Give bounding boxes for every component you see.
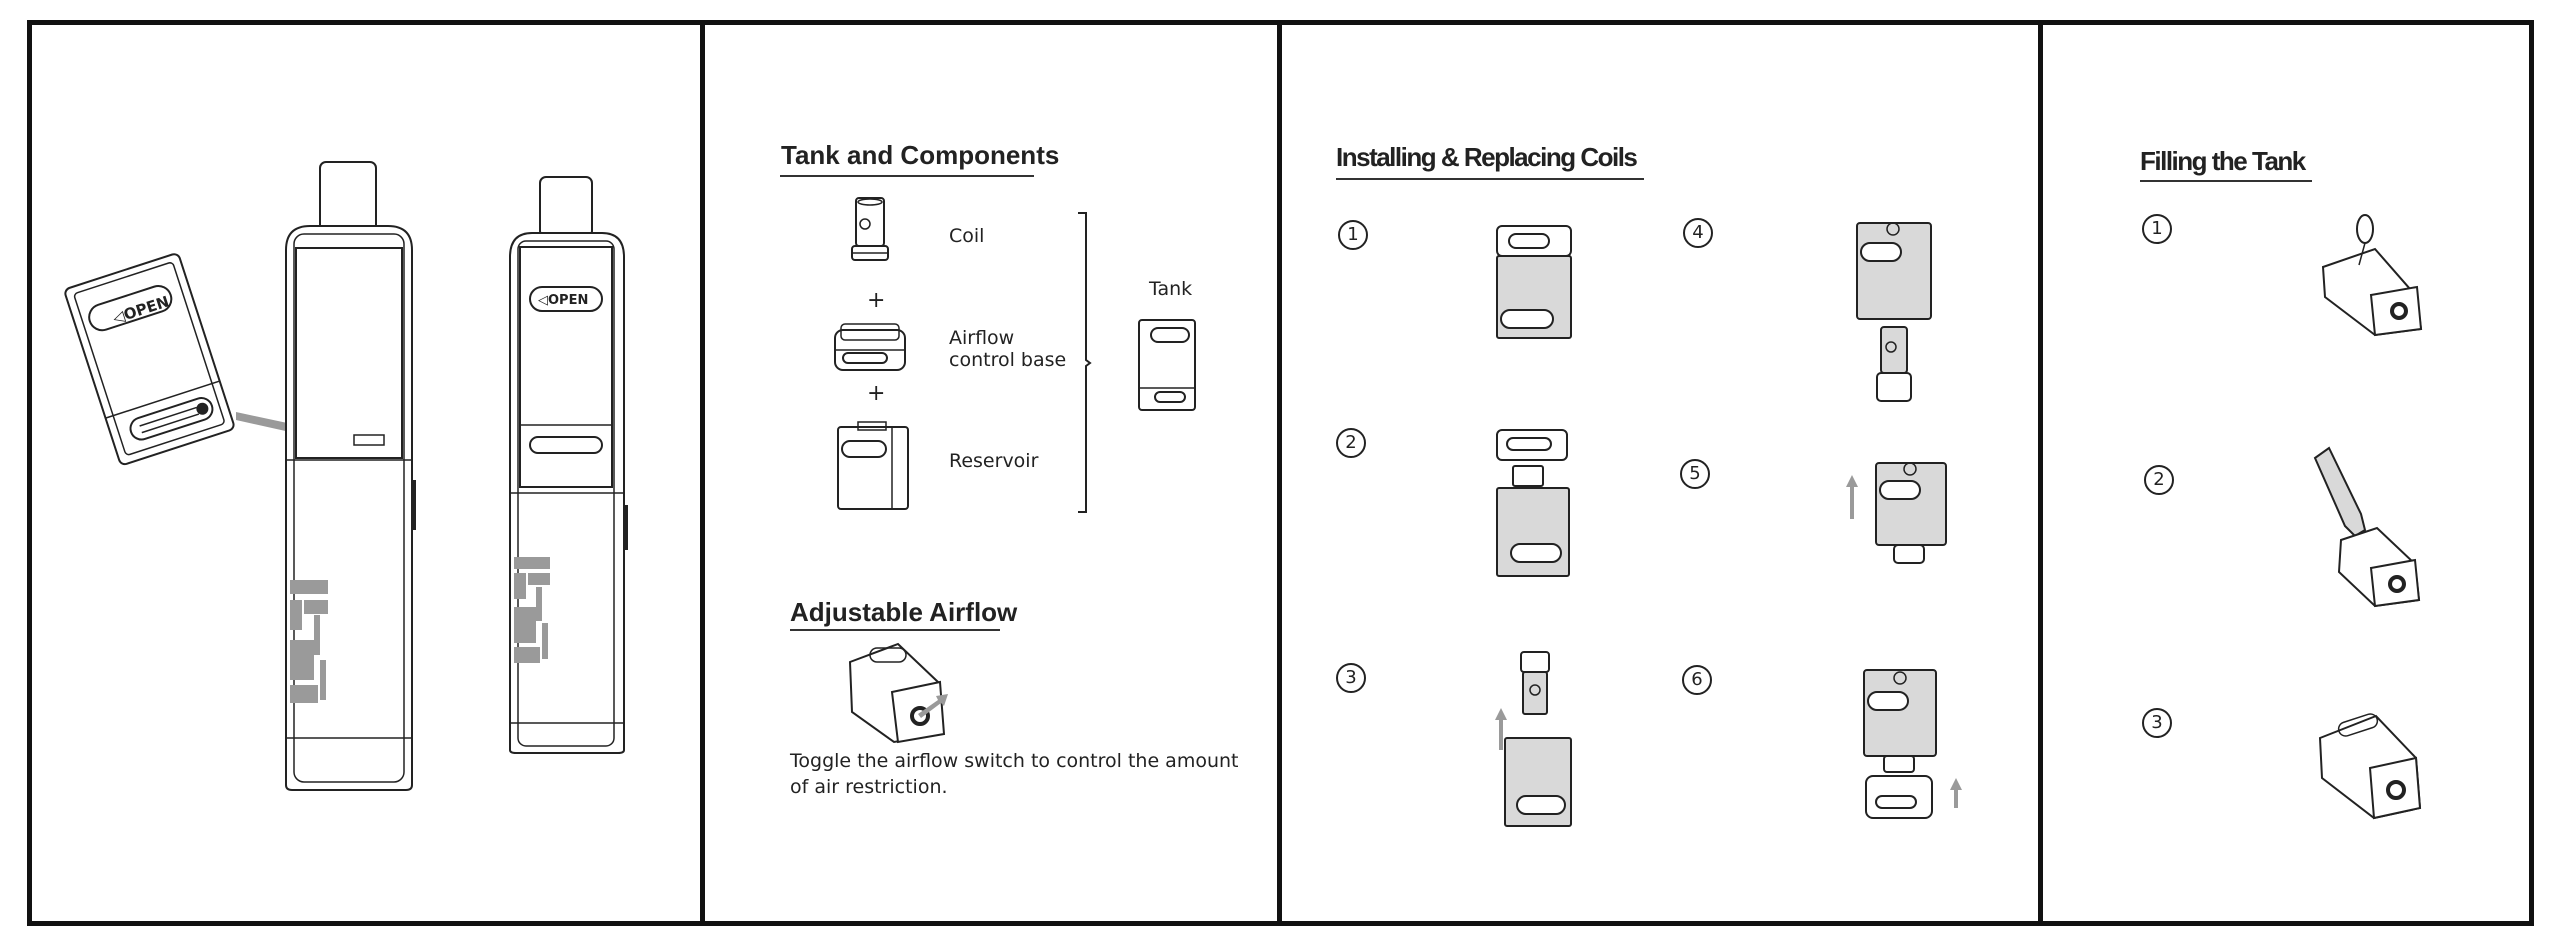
title-underline	[790, 629, 1000, 631]
step-number: 2	[1336, 428, 1366, 458]
tank-cap-illustration: ◁OPEN	[64, 253, 235, 466]
step-number: 3	[1336, 663, 1366, 693]
step3-remove-coil-illustration	[1495, 651, 1572, 827]
step5-insert-coil-illustration	[1846, 462, 1947, 564]
step-number: 2	[2144, 465, 2174, 495]
reservoir-label: Reservoir	[949, 450, 1039, 472]
fill-step3-closed-illustration	[2318, 713, 2422, 820]
step2-disassembly-illustration	[1496, 429, 1570, 577]
airflow-base-label: Airflow control base	[949, 327, 1066, 371]
plus-sign: +	[867, 381, 886, 406]
step-number: 3	[2142, 708, 2172, 738]
brand-logo	[514, 557, 550, 663]
step1-tank-illustration	[1496, 225, 1572, 339]
title-underline	[1336, 178, 1644, 180]
fill-step2-bottle-illustration	[2313, 446, 2421, 608]
device-closed-illustration: ◁OPEN	[509, 176, 628, 754]
step6-attach-base-illustration	[1863, 669, 1962, 819]
panel-divider	[2038, 20, 2043, 926]
description-line: Toggle the airflow switch to control the…	[790, 750, 1239, 772]
section-title: Tank and Components	[781, 140, 1060, 170]
fill-step1-open-cap-illustration	[2321, 214, 2423, 337]
tank-label: Tank	[1149, 278, 1193, 300]
bracket-icon	[1078, 212, 1092, 513]
label-line: Airflow	[949, 327, 1015, 349]
step4-coil-removed-illustration	[1856, 222, 1932, 402]
plus-sign: +	[867, 288, 886, 313]
section-title: Adjustable Airflow	[790, 597, 1018, 627]
section-title: Installing & Replacing Coils	[1336, 142, 1638, 172]
label-line: control base	[949, 349, 1067, 371]
open-label: ◁OPEN	[538, 293, 588, 308]
description-line: of air restriction.	[790, 776, 948, 798]
airflow-base-illustration	[834, 323, 906, 371]
step-number: 1	[2142, 214, 2172, 244]
step-number: 6	[1682, 665, 1712, 695]
panel-divider	[1277, 20, 1282, 926]
reservoir-illustration	[837, 421, 909, 510]
airflow-description: Toggle the airflow switch to control the…	[790, 748, 1250, 800]
tank-illustration	[1138, 319, 1196, 411]
panel-divider	[700, 20, 705, 926]
coil-label: Coil	[949, 225, 985, 247]
title-underline	[2140, 180, 2312, 182]
brand-logo	[290, 580, 328, 703]
device-open-illustration	[285, 161, 416, 791]
step-number: 1	[1338, 220, 1368, 250]
coil-illustration	[851, 197, 889, 261]
step-number: 4	[1683, 218, 1713, 248]
airflow-switch-illustration	[848, 642, 948, 744]
section-title: Filling the Tank	[2140, 146, 2306, 176]
title-underline	[780, 175, 1034, 177]
step-number: 5	[1680, 459, 1710, 489]
